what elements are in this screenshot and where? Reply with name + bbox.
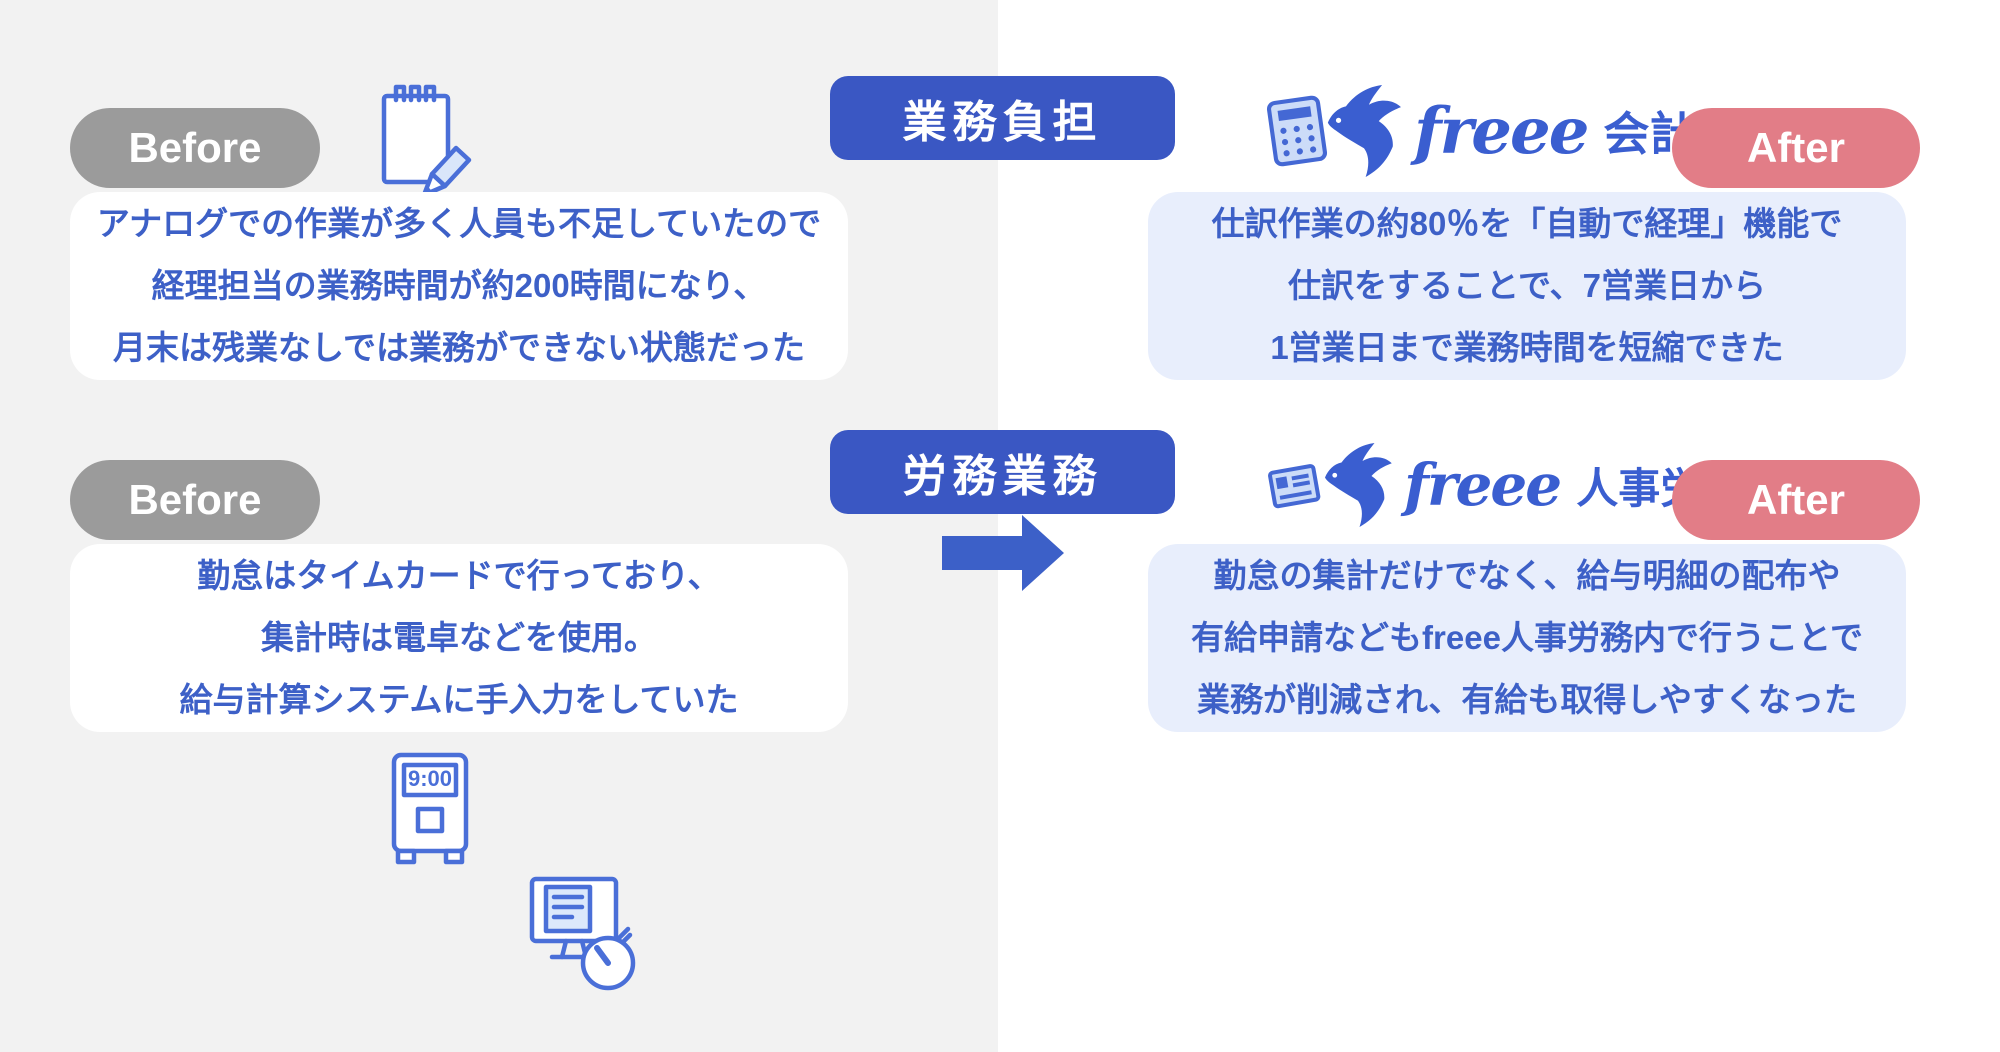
after-textbox-row2: 勤怠の集計だけでなく、給与明細の配布や 有給申請などもfreee人事労務内で行う… [1148, 544, 1906, 732]
after-text-line: 仕訳作業の約80％を「自動で経理」機能で [1211, 205, 1843, 242]
before-badge-row1: Before [70, 108, 320, 188]
after-text-line: 仕訳をすることで、7営業日から [1287, 267, 1767, 304]
freee-jinjiroumu-logo: freee 人事労務 [1268, 443, 1744, 527]
id-card-icon [1264, 453, 1327, 518]
arrow-right-icon [942, 515, 2000, 591]
before-text-line: 経理担当の業務時間が約200時間になり、 [151, 267, 767, 304]
before-text-line: 月末は残業なしでは業務ができない状態だった [112, 329, 805, 366]
category-label: 労務業務 [902, 452, 1103, 501]
category-button-workload: 業務負担 [830, 76, 1175, 160]
after-label: After [1746, 124, 1845, 171]
after-text-line: 1営業日まで業務時間を短縮できた [1270, 329, 1784, 366]
after-textbox-row1: 仕訳作業の約80％を「自動で経理」機能で 仕訳をすることで、7営業日から 1営業… [1148, 192, 1906, 380]
before-textbox-row1: アナログでの作業が多く人員も不足していたので 経理担当の業務時間が約200時間に… [70, 192, 848, 380]
category-label: 業務負担 [902, 98, 1103, 147]
monitor-stopwatch-icon [528, 875, 2000, 1001]
before-text-line: 勤怠はタイムカードで行っており、 [197, 557, 721, 594]
before-label: Before [128, 476, 262, 523]
after-label: After [1746, 476, 1845, 523]
before-text-line: 集計時は電卓などを使用。 [261, 619, 657, 656]
after-badge-row1: After [1672, 108, 1920, 188]
after-text-line: 有給申請などもfreee人事労務内で行うことで [1191, 619, 1863, 656]
before-text-line: 給与計算システムに手入力をしていた [179, 681, 739, 718]
category-button-labor: 労務業務 [830, 430, 1175, 514]
swallow-bird-icon [1318, 443, 1398, 527]
freee-kaikei-logo: freee 会計 [1266, 85, 1695, 177]
swallow-bird-icon [1320, 85, 1408, 177]
calculator-icon [1263, 92, 1330, 169]
before-badge-row2: Before [70, 460, 320, 540]
after-text-line: 勤怠の集計だけでなく、給与明細の配布や [1213, 557, 1841, 594]
after-badge-row2: After [1672, 460, 1920, 540]
clock-time-text: 9:00 [407, 766, 453, 791]
notebook-pencil-icon [378, 80, 2000, 205]
before-label: Before [128, 124, 262, 171]
time-recorder-icon: 9:00 [388, 749, 2000, 871]
before-textbox-row2: 勤怠はタイムカードで行っており、 集計時は電卓などを使用。 給与計算システムに手… [70, 544, 848, 732]
freee-wordmark: freee [1414, 93, 1589, 169]
freee-wordmark: freee [1404, 451, 1562, 519]
after-text-line: 業務が削減され、有給も取得しやすくなった [1197, 681, 1857, 718]
before-text-line: アナログでの作業が多く人員も不足していたので [96, 205, 822, 242]
